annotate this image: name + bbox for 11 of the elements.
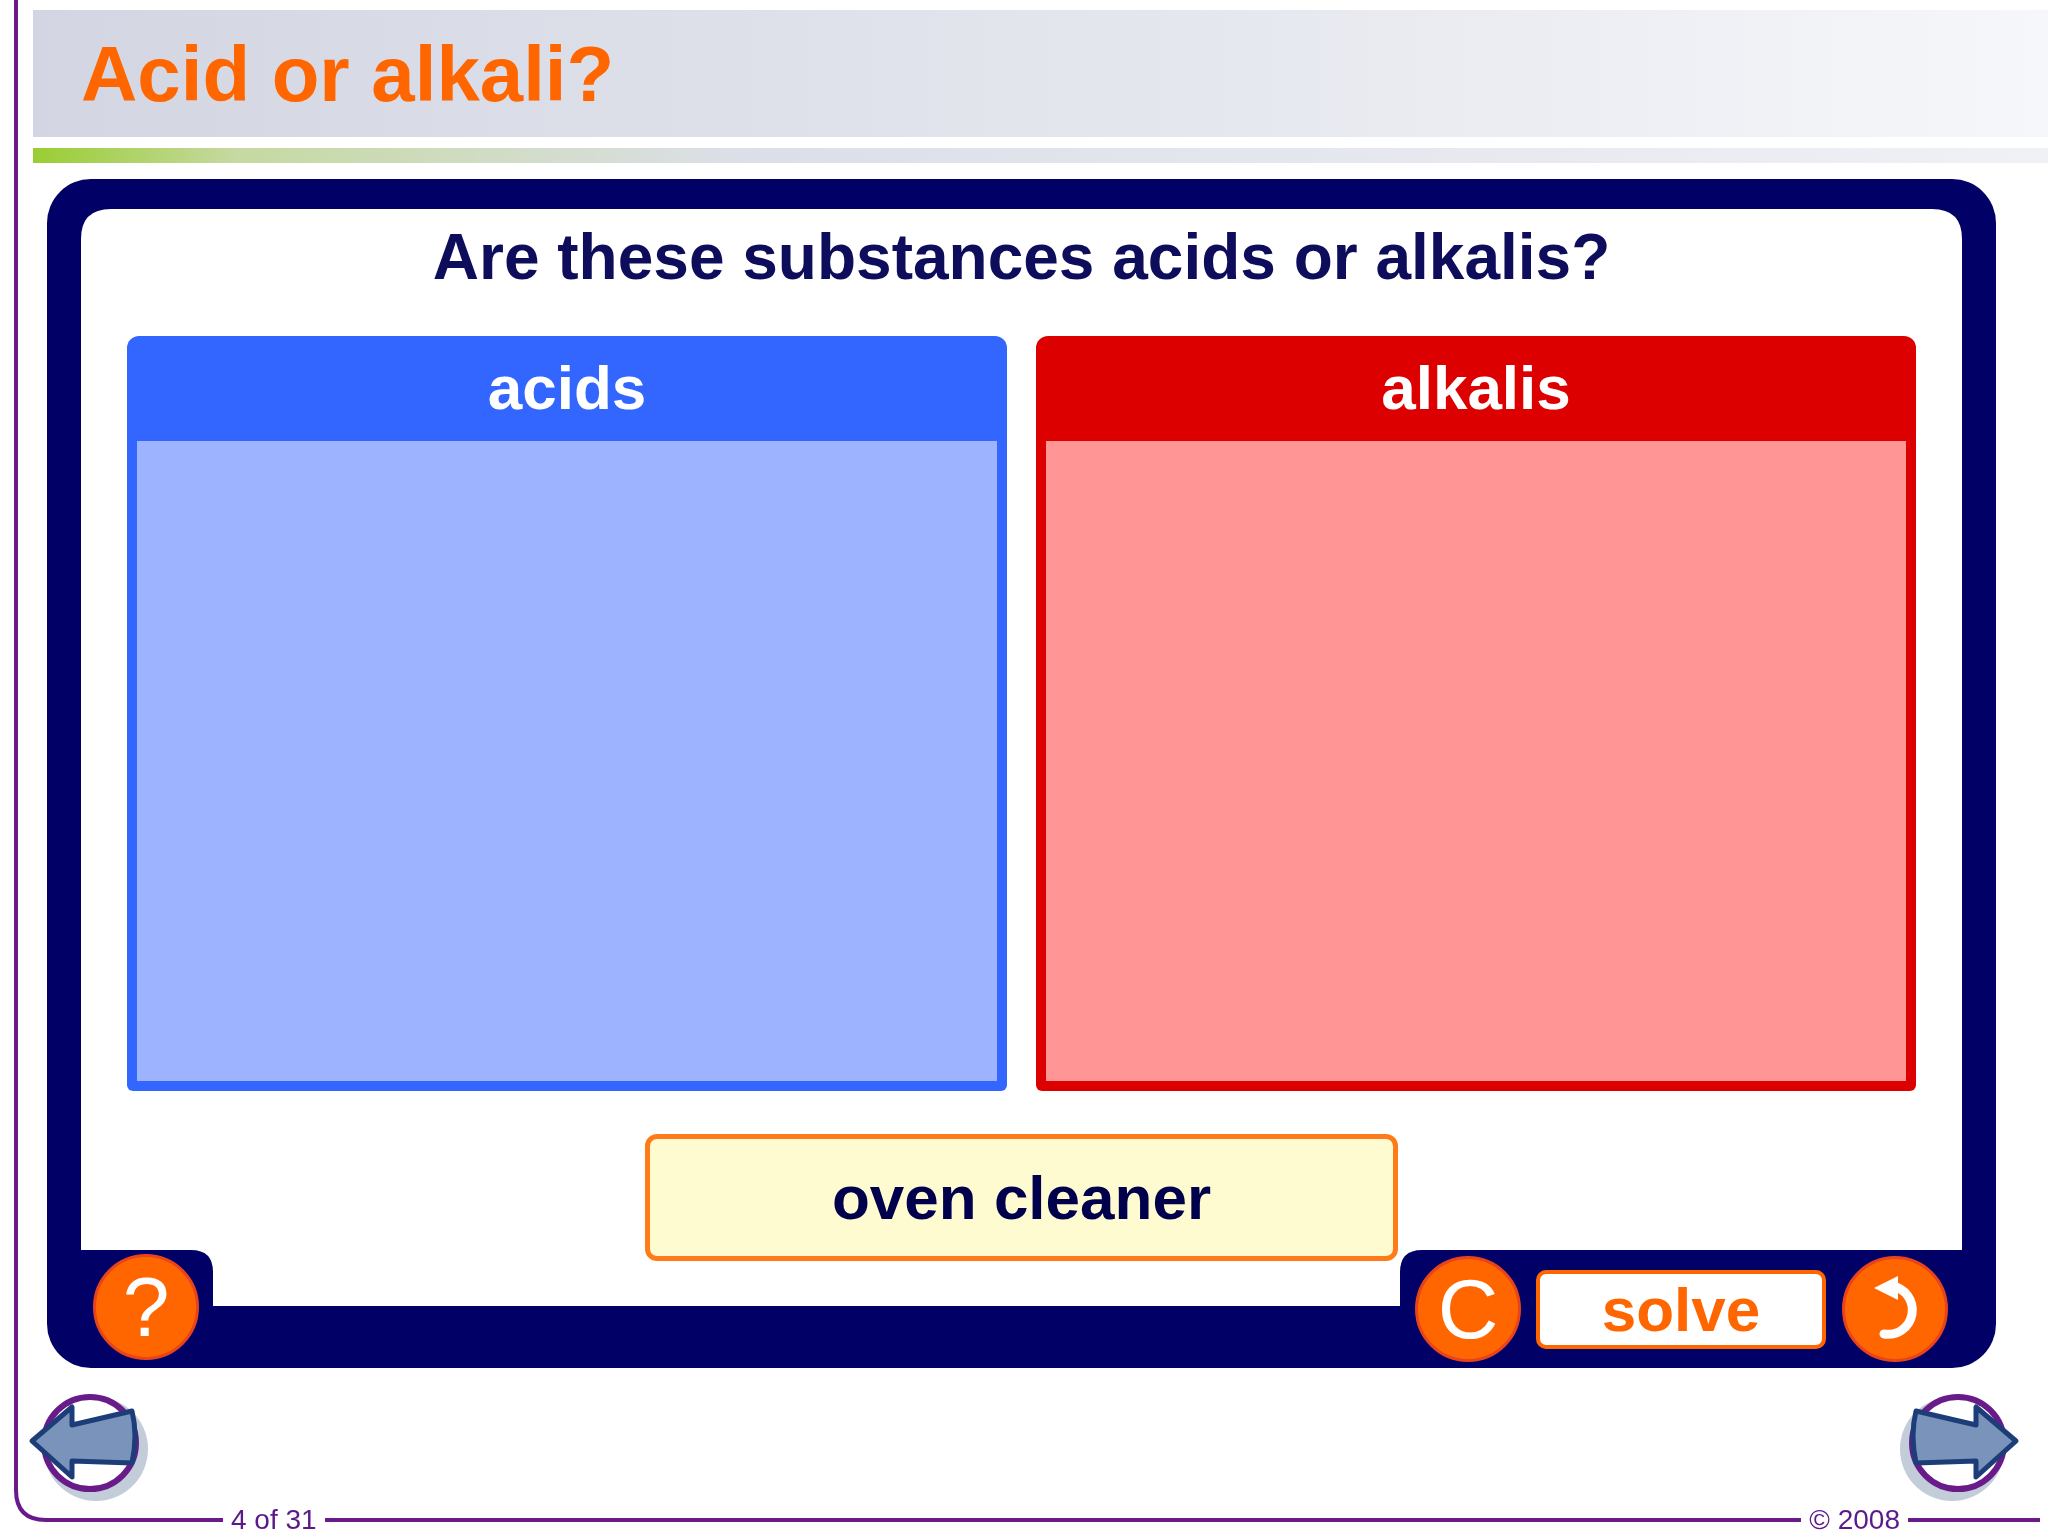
slide-title: Acid or alkali? xyxy=(81,29,615,120)
solve-button: solve xyxy=(1536,1270,1826,1349)
help-button: ? xyxy=(93,1254,199,1360)
drop-zone-panel xyxy=(1036,336,1916,1091)
answer-card: oven cleaner xyxy=(645,1134,1398,1261)
drop-zone-panel xyxy=(127,336,1007,1091)
clear-button: C xyxy=(1415,1256,1521,1362)
column-heading: acids xyxy=(487,352,647,424)
question-text: Are these substances acids or alkalis? xyxy=(432,220,1611,295)
column-heading: alkalis xyxy=(1381,352,1571,424)
activity-panel xyxy=(47,179,1996,1368)
